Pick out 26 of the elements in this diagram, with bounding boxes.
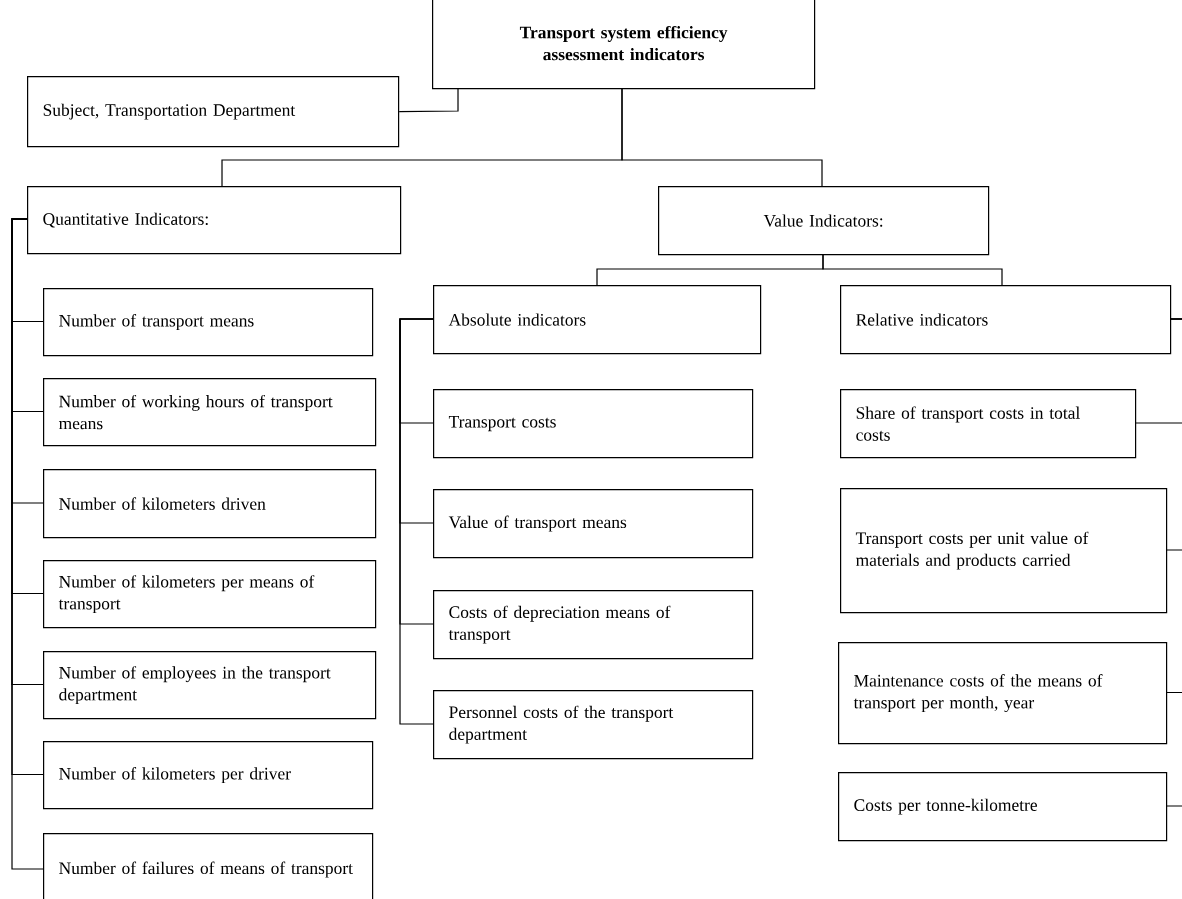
indicator-box: Number of kilometers driven xyxy=(43,469,377,539)
indicator-box: Transport costs per unit value of materials and products carried xyxy=(840,488,1168,614)
indicator-box: Number of kilometers per means of transport xyxy=(43,560,377,629)
connector xyxy=(1165,318,1182,807)
indicator-box: Maintenance costs of the means of transport per month, year xyxy=(838,642,1168,745)
indicator-box: Number of working hours of transport means xyxy=(43,378,377,447)
indicator-box: Costs per tonne-kilometre xyxy=(838,772,1168,842)
title-box: Transport system efficiency assessment indicators xyxy=(432,0,816,90)
connector xyxy=(621,87,823,187)
indicator-box: Value Indicators: xyxy=(658,186,990,256)
connector xyxy=(398,87,459,113)
connector xyxy=(822,253,1003,286)
indicator-box: Number of kilometers per driver xyxy=(43,741,374,810)
indicator-box: Share of transport costs in total costs xyxy=(840,389,1137,459)
indicator-box: Number of failures of means of transport xyxy=(43,833,374,899)
connector xyxy=(399,318,434,725)
indicator-box: Absolute indicators xyxy=(433,285,762,355)
indicator-box: Personnel costs of the transport department xyxy=(433,690,754,760)
indicator-box: Number of transport means xyxy=(43,288,374,357)
indicator-box: Quantitative Indicators: xyxy=(27,186,402,255)
indicator-box: Transport costs xyxy=(433,389,754,459)
indicator-box: Number of employees in the transport department xyxy=(43,651,377,720)
indicator-box: Subject, Transportation Department xyxy=(27,76,400,148)
indicator-box: Costs of depreciation means of transport xyxy=(433,590,754,660)
indicator-box: Value of transport means xyxy=(433,489,754,559)
indicator-box: Relative indicators xyxy=(840,285,1172,355)
